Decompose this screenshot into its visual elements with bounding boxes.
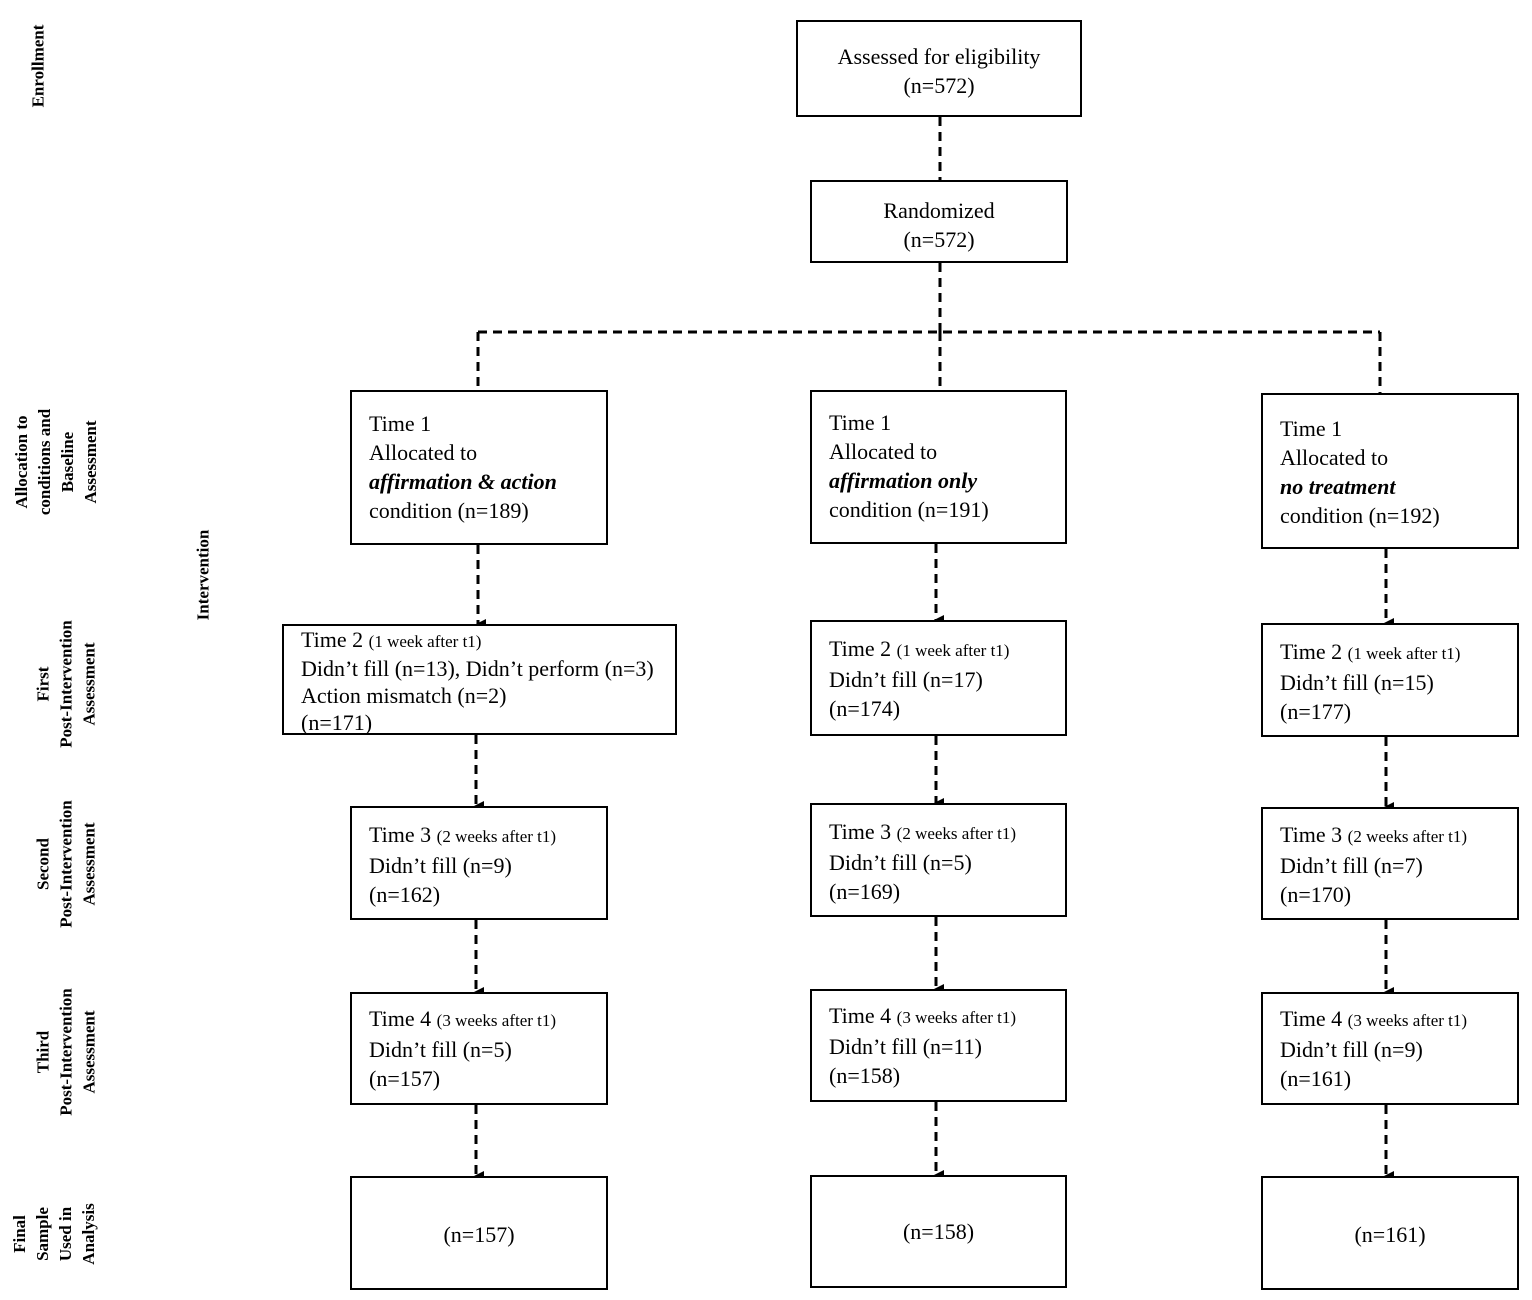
stage-label-intervention: Intervention xyxy=(193,529,213,621)
arm2-final-box: (n=158) xyxy=(810,1175,1067,1288)
arm3-time2-box: Time 2 (1 week after t1) Didn’t fill (n=… xyxy=(1261,623,1519,737)
stage-label-enrollment: Enrollment xyxy=(28,24,48,108)
arm1-time2-box: Time 2 (1 week after t1) Didn’t fill (n=… xyxy=(282,624,677,735)
arm3-time4-box: Time 4 (3 weeks after t1) Didn’t fill (n… xyxy=(1261,992,1519,1105)
stage-label-final: Final Sample Used in Analysis xyxy=(10,1203,98,1265)
arm1-time3-box: Time 3 (2 weeks after t1) Didn’t fill (n… xyxy=(350,806,608,920)
arm3-time3-box: Time 3 (2 weeks after t1) Didn’t fill (n… xyxy=(1261,807,1519,920)
arm1-final-box: (n=157) xyxy=(350,1176,608,1290)
arm3-final-box: (n=161) xyxy=(1261,1176,1519,1290)
arm2-time1-box: Time 1 Allocated to affirmation only con… xyxy=(810,390,1067,544)
stage-label-second: Second Post-Intervention Assessment xyxy=(33,800,99,928)
arm3-time1-box: Time 1 Allocated to no treatment conditi… xyxy=(1261,393,1519,549)
arm2-time3-box: Time 3 (2 weeks after t1) Didn’t fill (n… xyxy=(810,803,1067,917)
assessed-box: Assessed for eligibility (n=572) xyxy=(796,20,1082,117)
arm1-time1-box: Time 1 Allocated to affirmation & action… xyxy=(350,390,608,545)
stage-label-third: Third Post-Intervention Assessment xyxy=(33,988,99,1116)
stage-label-allocation: Allocation to conditions and Baseline As… xyxy=(12,408,100,516)
arm2-time2-box: Time 2 (1 week after t1) Didn’t fill (n=… xyxy=(810,620,1067,736)
arm2-time4-box: Time 4 (3 weeks after t1) Didn’t fill (n… xyxy=(810,989,1067,1102)
randomized-box: Randomized (n=572) xyxy=(810,180,1068,263)
stage-label-first: First Post-Intervention Assessment xyxy=(33,620,99,748)
arm1-time4-box: Time 4 (3 weeks after t1) Didn’t fill (n… xyxy=(350,992,608,1105)
